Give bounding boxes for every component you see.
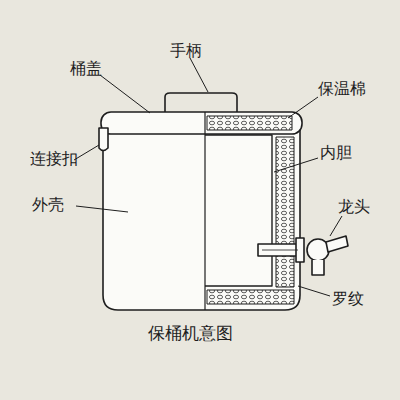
outer-shell: [103, 130, 300, 310]
part-label: 连接扣: [30, 150, 78, 168]
lid: [101, 112, 302, 134]
part-label: 龙头: [338, 198, 370, 216]
handle: [165, 93, 237, 112]
part-label: 外壳: [32, 196, 64, 214]
part-label: 手柄: [170, 42, 202, 60]
caption: 保桶机意图: [148, 324, 233, 343]
part-label: 保温棉: [318, 80, 366, 98]
clip: [99, 128, 108, 151]
leader-lines: [74, 58, 342, 296]
inner-liner: [205, 135, 272, 286]
part-label: 桶盖: [70, 60, 102, 78]
part-label: 内胆: [320, 144, 352, 162]
part-label: 罗纹: [332, 290, 364, 308]
insulation: [207, 116, 292, 130]
